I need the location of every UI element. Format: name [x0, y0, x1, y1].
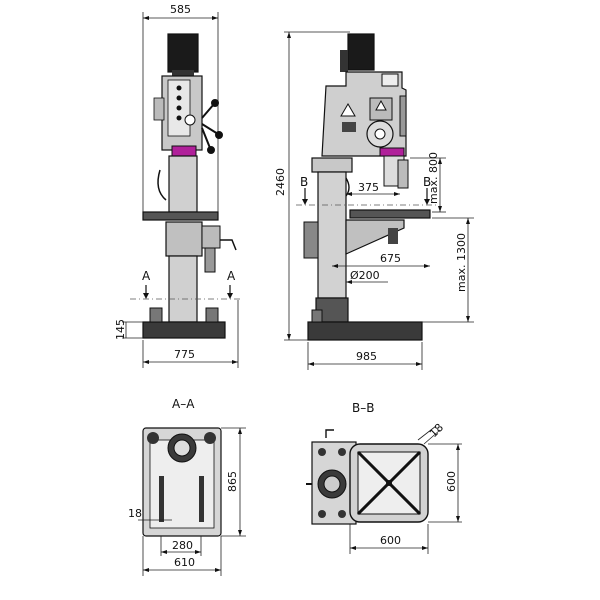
dim-aa-18: 18	[128, 507, 172, 521]
section-aa-title: A–A	[172, 397, 195, 411]
front-view: 585	[114, 3, 240, 368]
section-bb: B–B 18 600	[306, 401, 462, 554]
side-motor	[347, 33, 375, 71]
section-b-left-label: B	[300, 175, 308, 189]
dim-145-text: 145	[114, 319, 127, 340]
front-motor	[167, 33, 199, 73]
dim-aa-18-text: 18	[128, 507, 142, 520]
side-view: 2460 B B	[274, 31, 474, 370]
dim-280-text: 280	[172, 539, 193, 552]
dim-280: 280	[160, 536, 202, 556]
dim-column-diameter: Ø200	[346, 269, 388, 284]
aa-slot-left	[159, 476, 164, 522]
dim-bb-600h-text: 600	[380, 534, 401, 547]
side-column	[317, 171, 347, 299]
dim-585-text: 585	[170, 3, 191, 16]
dim-bb-600-vertical: 600	[428, 443, 462, 523]
dim-865: 865	[221, 427, 246, 537]
dim-max-800-text: max. 800	[427, 152, 440, 204]
front-feed-handles	[201, 99, 223, 154]
front-column	[168, 155, 198, 213]
dim-675-text: 675	[380, 252, 401, 265]
side-spindle-collar	[379, 147, 405, 157]
dim-bb-18-text: 18	[427, 421, 446, 440]
dim-max-1300-text: max. 1300	[455, 233, 468, 292]
dim-775-text: 775	[174, 348, 195, 361]
dim-775: 775	[142, 300, 239, 368]
side-base	[307, 321, 423, 341]
dim-985: 985	[307, 342, 423, 370]
dim-2460: 2460	[274, 31, 350, 341]
dim-145: 145	[114, 319, 143, 340]
dim-610-text: 610	[174, 556, 195, 569]
dim-max-800: max. 800	[410, 152, 446, 213]
aa-slot-right	[199, 476, 204, 522]
section-a-left-label: A	[142, 269, 151, 283]
front-spindle-collar	[171, 145, 197, 157]
dim-375-text: 375	[358, 181, 379, 194]
dim-bb-600-horizontal: 600	[349, 524, 429, 554]
dim-375: 375	[346, 181, 400, 196]
section-a-right-label: A	[227, 269, 236, 283]
side-table	[349, 209, 431, 219]
dim-bb-18: 18	[417, 421, 446, 445]
front-table	[142, 211, 219, 221]
front-base	[142, 321, 226, 339]
dim-max-1300: max. 1300	[420, 217, 474, 323]
dim-585: 585	[142, 3, 219, 215]
dim-bb-600v-text: 600	[445, 471, 458, 492]
dim-985-text: 985	[356, 350, 377, 363]
section-aa: A–A 865 18 280	[128, 397, 246, 576]
front-table-bracket	[165, 221, 203, 257]
dim-675: 675	[332, 252, 430, 268]
section-b-right-label: B	[423, 175, 431, 189]
section-bb-title: B–B	[352, 401, 374, 415]
front-lower-column	[168, 255, 198, 323]
dim-865-text: 865	[226, 471, 239, 492]
dim-column-dia-text: Ø200	[350, 269, 380, 282]
dim-610: 610	[142, 536, 222, 576]
dim-2460-text: 2460	[274, 168, 287, 196]
